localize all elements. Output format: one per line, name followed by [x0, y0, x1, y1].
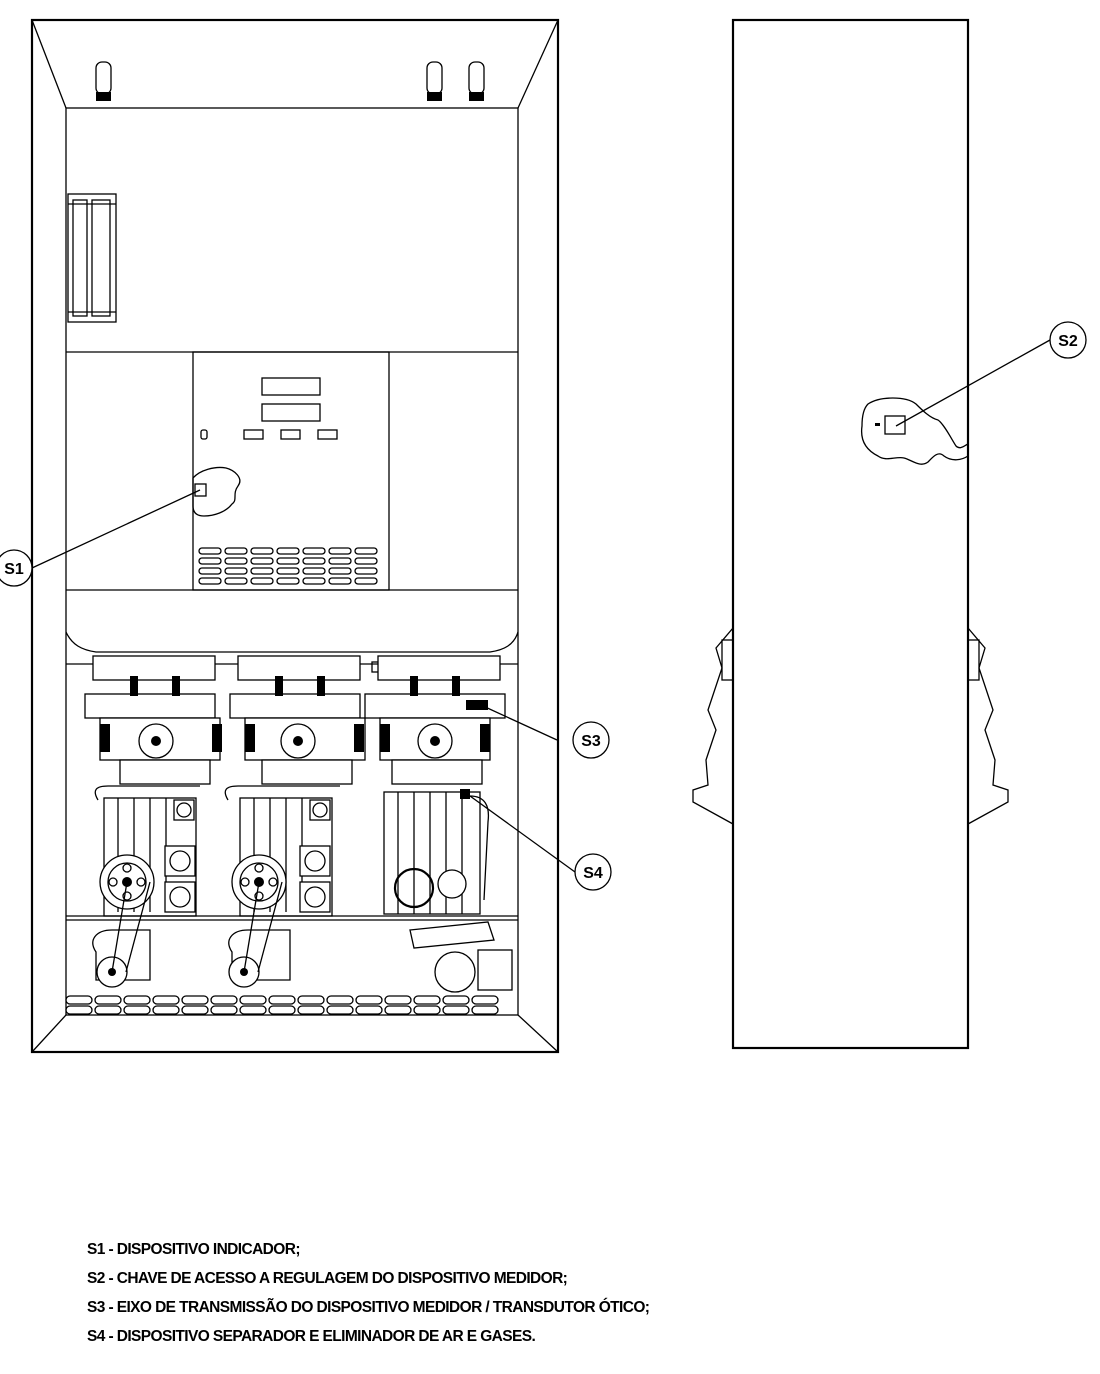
- access-key-cutaway: [860, 397, 969, 465]
- indicator-device: [194, 483, 207, 497]
- side-base-bracket-left: [692, 627, 734, 825]
- indicator-cutaway: [192, 466, 241, 517]
- callout-s4: S4: [583, 865, 603, 882]
- legend: S1 - DISPOSITIVO INDICADOR; S2 - CHAVE D…: [87, 1235, 987, 1351]
- top-fitting: [426, 61, 443, 101]
- nozzle-holder: [67, 193, 117, 323]
- panel-vent-slots: [198, 547, 378, 585]
- indicator-panel: [192, 351, 390, 591]
- top-fitting: [95, 61, 112, 101]
- access-key-device: [884, 415, 906, 435]
- side-view: [692, 18, 1009, 1050]
- hydraulic-compartment: [65, 631, 519, 1015]
- legend-item-s4: S4 - DISPOSITIVO SEPARADOR E ELIMINADOR …: [87, 1328, 536, 1345]
- side-cabinet-outline: [731, 18, 970, 1050]
- top-fittings: [95, 61, 485, 101]
- callouts: S1 S2 S3 S4: [0, 321, 1087, 891]
- meter-unit: [224, 655, 366, 917]
- pump-motor-base: [66, 881, 518, 993]
- meter-unit: [364, 655, 506, 915]
- meter-unit: [84, 655, 222, 917]
- callout-s3: S3: [581, 733, 601, 750]
- callout-s2: S2: [1058, 333, 1078, 350]
- side-base-bracket-right: [967, 627, 1009, 825]
- callout-s1: S1: [4, 561, 24, 578]
- front-view: [30, 18, 560, 1054]
- legend-item-s3: S3 - EIXO DE TRANSMISSÃO DO DISPOSITIVO …: [87, 1299, 650, 1316]
- legend-item-s2: S2 - CHAVE DE ACESSO A REGULAGEM DO DISP…: [87, 1270, 568, 1287]
- front-cabinet-frame: [30, 18, 560, 1054]
- bottom-grille: [65, 995, 499, 1015]
- legend-item-s1: S1 - DISPOSITIVO INDICADOR;: [87, 1241, 300, 1258]
- top-fitting: [468, 61, 485, 101]
